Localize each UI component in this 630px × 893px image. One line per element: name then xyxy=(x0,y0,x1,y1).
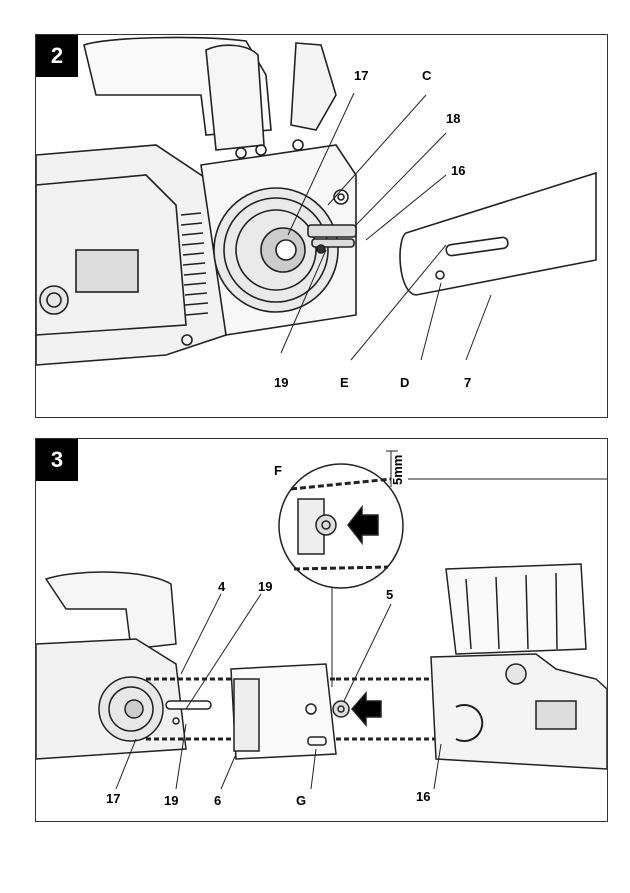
callout-19-bottom: 19 xyxy=(164,793,178,808)
callout-c: C xyxy=(422,68,432,83)
rear-handle xyxy=(46,572,176,649)
callout-5mm: 5mm xyxy=(390,455,405,485)
callout-16: 16 xyxy=(451,163,465,178)
callout-19: 19 xyxy=(274,375,288,390)
callout-d: D xyxy=(400,375,409,390)
figure-3-panel: 3 xyxy=(35,438,608,822)
callout-4: 4 xyxy=(218,579,226,594)
figure-2-illustration: 17 C 18 16 19 E D 7 xyxy=(36,35,607,417)
callout-17: 17 xyxy=(354,68,368,83)
guide-bar xyxy=(400,173,596,295)
callout-f: F xyxy=(274,463,282,478)
callout-19-top: 19 xyxy=(258,579,272,594)
callout-g: G xyxy=(296,793,306,808)
figure-2-panel: 2 xyxy=(35,34,608,418)
callout-17: 17 xyxy=(106,791,120,806)
callout-7: 7 xyxy=(464,375,471,390)
callout-16: 16 xyxy=(416,789,430,804)
callout-e: E xyxy=(340,375,349,390)
callout-6: 6 xyxy=(214,793,221,808)
figure-3-illustration: F 5mm 4 19 5 17 19 6 G 16 xyxy=(36,439,607,821)
callout-18: 18 xyxy=(446,111,460,126)
callout-5: 5 xyxy=(386,587,393,602)
